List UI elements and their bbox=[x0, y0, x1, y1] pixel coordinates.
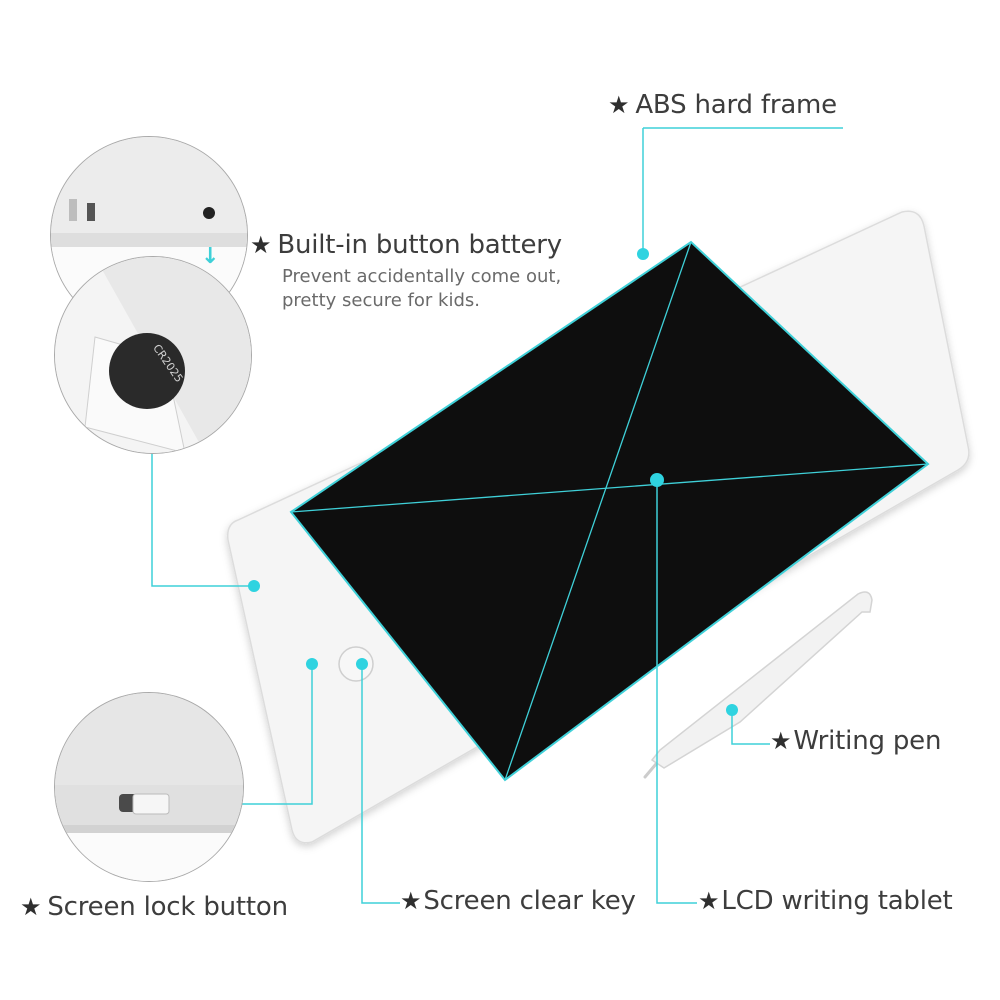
callout-writing-pen: ★Writing pen bbox=[770, 726, 942, 756]
detail-circle-screen-lock bbox=[54, 692, 244, 882]
star-icon: ★ bbox=[250, 231, 272, 259]
arrow-down-icon: ↓ bbox=[201, 244, 220, 269]
detail-circle-battery: CR2025 bbox=[54, 256, 252, 454]
callout-screen-clear-key: ★Screen clear key bbox=[400, 886, 636, 916]
star-icon: ★ bbox=[20, 893, 42, 921]
callout-built-in-battery: ★Built-in button battery bbox=[250, 230, 562, 260]
writing-pen bbox=[643, 591, 873, 779]
star-icon: ★ bbox=[400, 887, 422, 915]
battery-description: Prevent accidentally come out, pretty se… bbox=[282, 266, 562, 311]
star-icon: ★ bbox=[770, 727, 792, 755]
star-icon: ★ bbox=[698, 887, 720, 915]
star-icon: ★ bbox=[608, 91, 630, 119]
callout-screen-lock-button: ★Screen lock button bbox=[20, 892, 288, 922]
callout-lcd-writing-tablet: ★LCD writing tablet bbox=[698, 886, 953, 916]
callout-abs-hard-frame: ★ABS hard frame bbox=[608, 90, 837, 120]
